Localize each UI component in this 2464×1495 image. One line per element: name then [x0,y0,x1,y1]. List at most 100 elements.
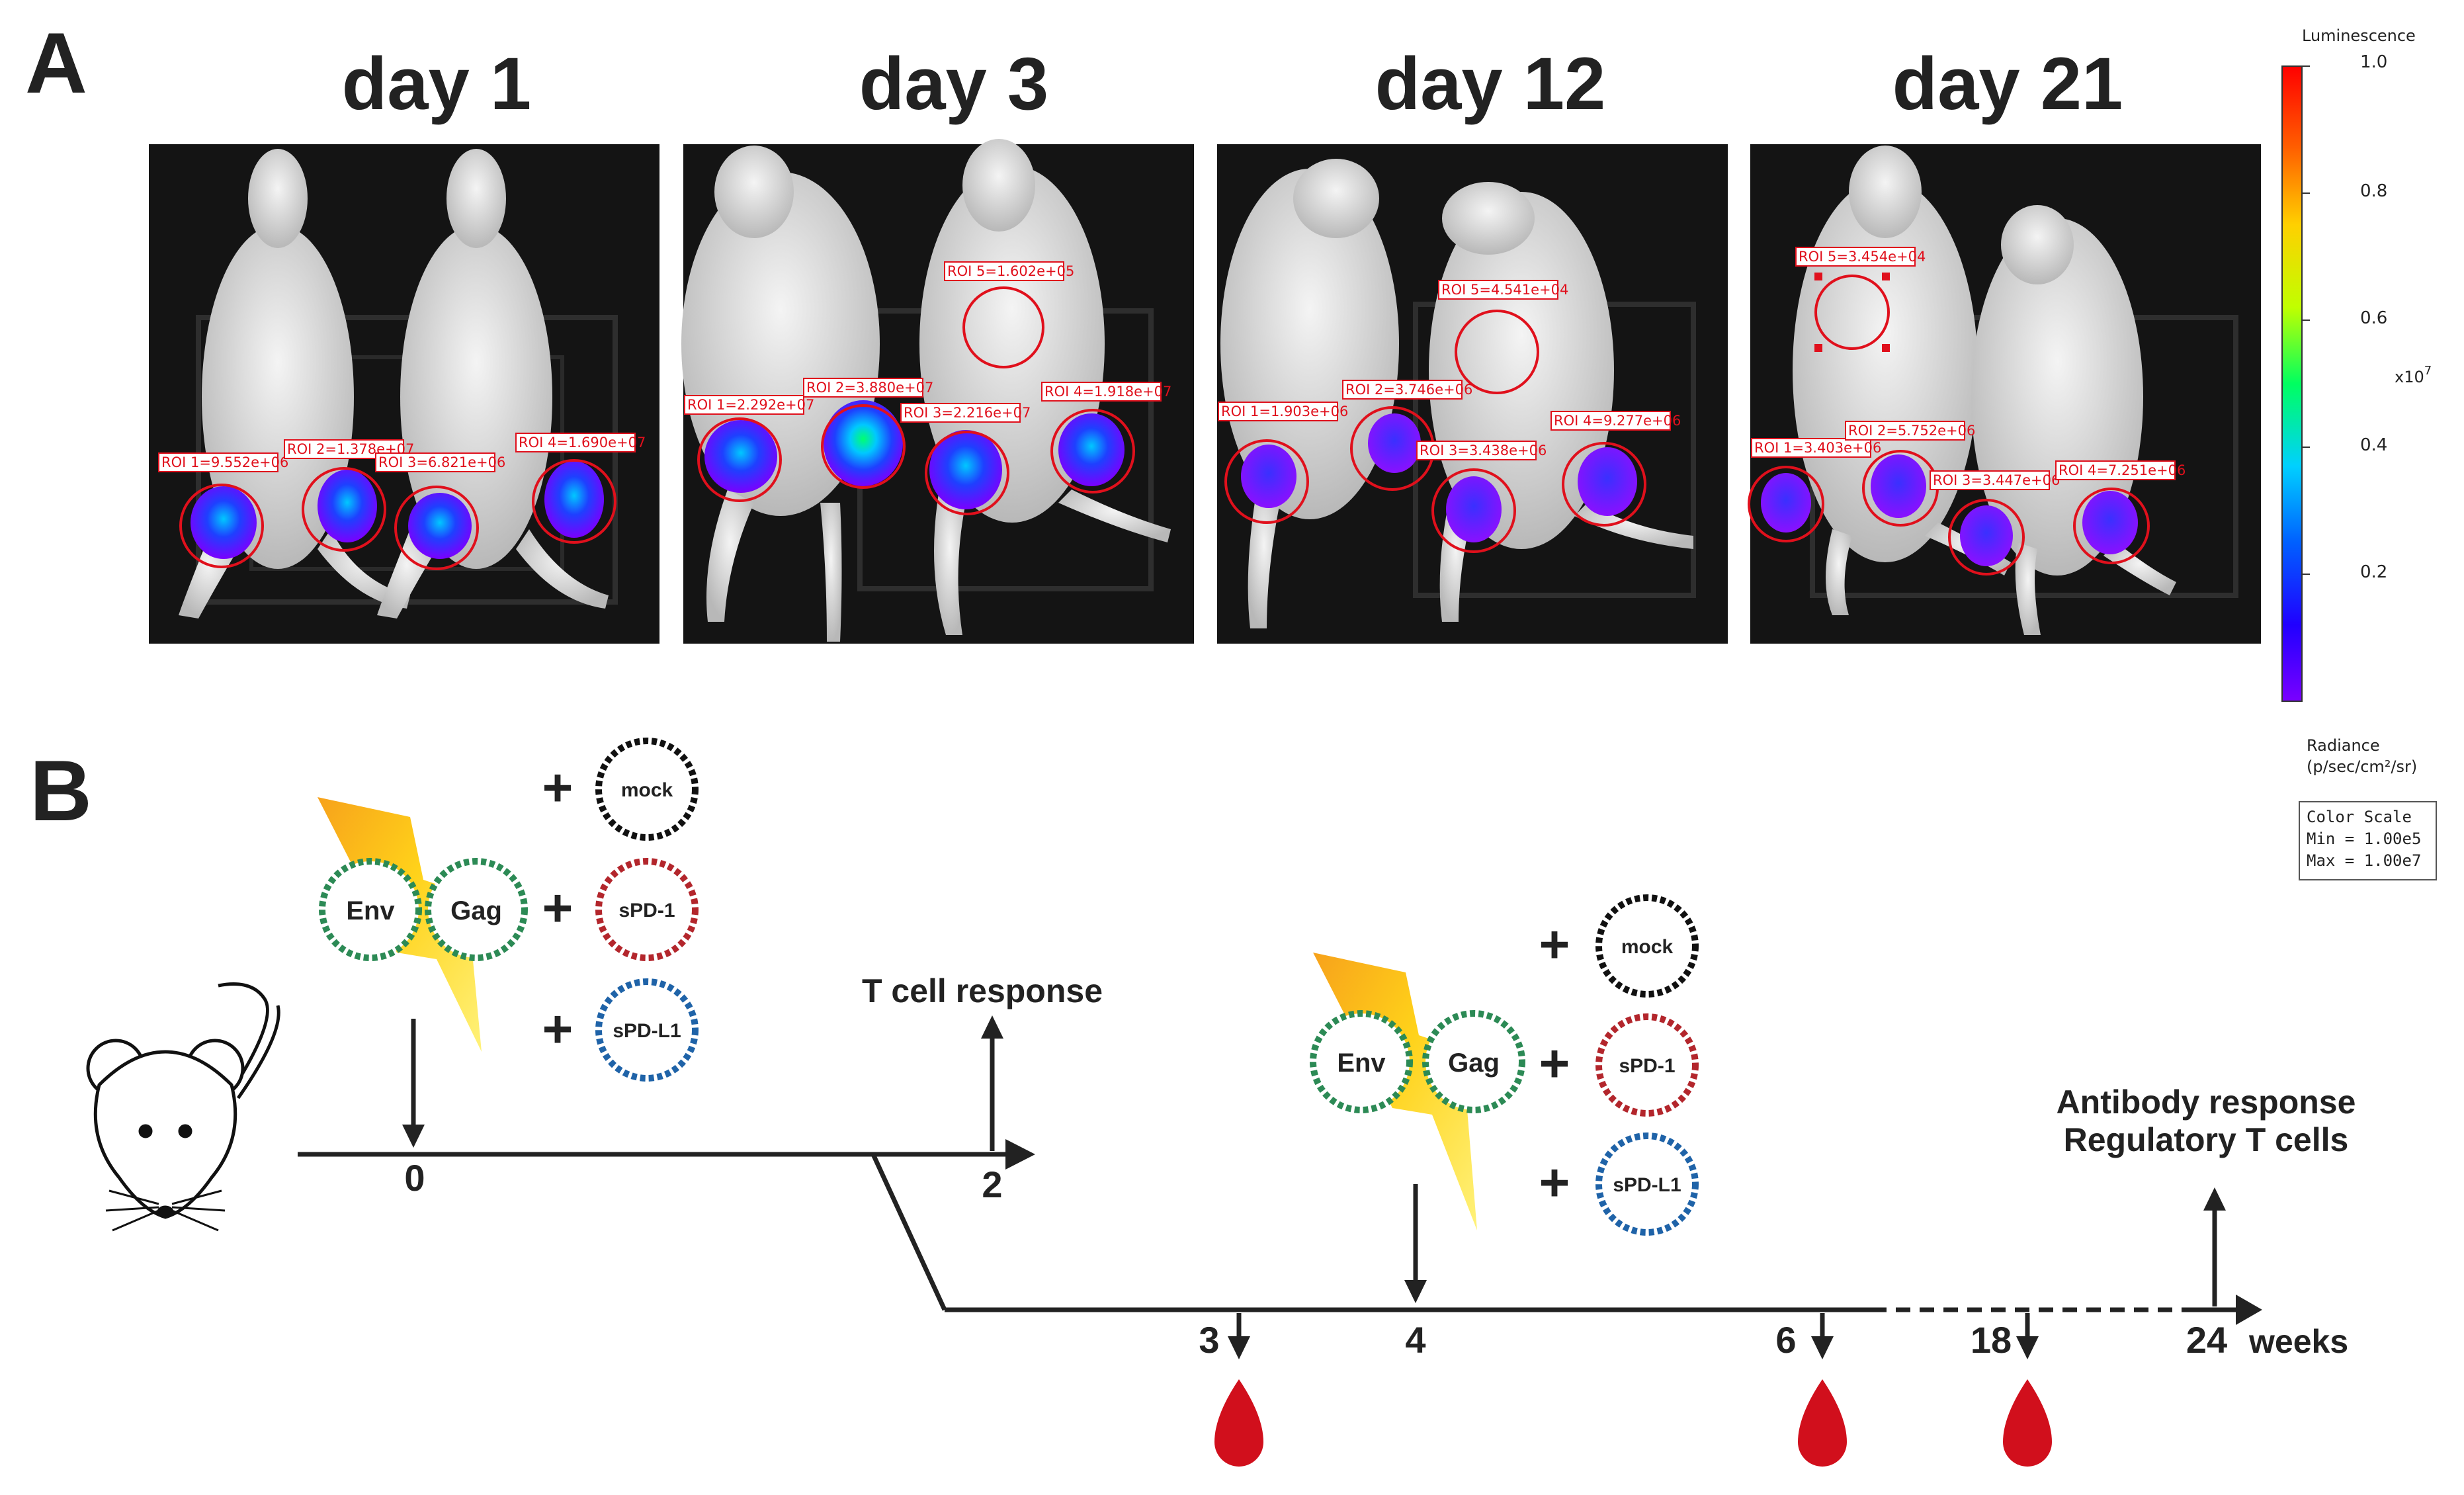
t-cell-response-label: T cell response [862,972,1103,1009]
roi-label: ROI 2=5.752e+06 [1848,423,1975,439]
roi-label: ROI 2=3.880e+07 [806,380,933,396]
tick-label-18: 18 [1971,1319,2012,1361]
radiance-units: (p/sec/cm²/sr) [2307,757,2417,776]
roi-circle [1431,468,1516,553]
luminescence-label: Luminescence [2302,26,2416,45]
roi-label: ROI 1=2.292e+07 [687,397,814,413]
roi-label: ROI 1=9.552e+06 [161,454,288,470]
roi-circle [1455,310,1539,394]
roi-circle [962,286,1044,368]
mouse-icon [86,982,280,1232]
plus-sign: + [542,878,574,937]
boost-vaccination: Env Gag + + + mock sPD-1 sPD-L1 [1310,894,1699,1236]
scale-tick: 0.8 [2360,181,2387,201]
tumor-signal [1446,476,1502,542]
roi-label: ROI 4=1.690e+07 [519,435,646,450]
roi-circle [1050,409,1135,493]
scale-multiplier: x107 [2395,364,2432,386]
mock-label: mock [1621,936,1674,958]
antibody-response-label: Antibody response [2057,1084,2356,1121]
tumor-signal [1368,413,1421,473]
day-21-title: day 21 [1892,42,2123,125]
roi-label: ROI 5=4.541e+04 [1441,282,1568,298]
roi-circle [1562,442,1646,527]
tumor-signal [191,486,257,559]
mock-plasmid [1595,894,1699,998]
roi-label: ROI 3=3.438e+06 [1420,443,1547,458]
tumor-signal [824,400,903,486]
roi-circle [1814,275,1890,350]
color-scale-info-box: Color Scale Min = 1.00e5 Max = 1.00e7 [2299,801,2437,880]
regulatory-t-cells-label: Regulatory T cells [2064,1121,2349,1158]
roi-label: ROI 4=1.918e+07 [1044,384,1171,400]
roi-label: ROI 1=3.403e+06 [1754,440,1881,456]
env-label: Env [346,896,395,925]
roi-circle [821,404,906,489]
blood-drop-icon [2003,1379,2052,1467]
scale-tick: 0.4 [2360,435,2387,455]
scale-tick: 1.0 [2360,52,2387,72]
panel-a-label: A [25,15,87,111]
roi-circle [1224,439,1309,524]
blood-drop-icon [1798,1379,1847,1467]
roi-circle [394,486,479,570]
env-label: Env [1337,1048,1386,1078]
mock-plasmid [595,738,699,841]
imaging-panel-day-12: ROI 1=1.903e+06 ROI 2=3.746e+06 ROI 3=3.… [1217,144,1728,644]
roi-label: ROI 4=9.277e+06 [1554,413,1681,429]
panel-b-label: B [30,742,92,839]
tick-label-24: 24 [2186,1319,2227,1361]
imaging-panel-day-3: ROI 1=2.292e+07 ROI 2=3.880e+07 ROI 3=2.… [681,139,1194,644]
color-scale-min: Min = 1.00e5 [2307,830,2422,848]
imaging-panel-day-21: ROI 1=3.403e+06 ROI 2=5.752e+06 ROI 3=3.… [1748,144,2261,644]
plus-sign: + [1539,915,1570,974]
roi-circle [1948,499,2025,576]
roi-circle [697,417,782,502]
roi-label: ROI 5=3.454e+04 [1799,249,1926,265]
scale-tick: 0.6 [2360,308,2387,328]
tick-label-0: 0 [404,1157,425,1199]
day-1-title: day 1 [342,42,531,125]
tumor-signal [1058,413,1125,486]
tumor-signal [1241,445,1296,508]
tumor-signal [408,493,472,559]
spdl1-label: sPD-L1 [1613,1174,1681,1196]
mock-label: mock [621,779,673,801]
spd1-plasmid [595,858,699,961]
color-scale: Luminescence 1.0 0.8 0.6 0.4 0.2 x107 Ra… [2281,26,2432,776]
imaging-panel-day-1: ROI 1=9.552e+06 ROI 2=1.378e+07 ROI 3=6.… [149,144,659,644]
day-12-title: day 12 [1375,42,1606,125]
tumor-signal [1871,454,1926,518]
tumor-signal [929,430,1002,509]
env-plasmid [319,858,422,961]
roi-circle [532,459,616,544]
tumor-signal [2082,491,2138,554]
tumor-signal [318,470,377,542]
mouse-silhouette [377,149,609,619]
roi-label: ROI 3=3.447e+06 [1933,472,2060,488]
tick-label-2: 2 [982,1164,1002,1205]
scale-tick: 0.2 [2360,562,2387,582]
spdl1-plasmid [1595,1132,1699,1236]
tumor-signal [1578,447,1637,516]
plus-sign: + [1539,1034,1570,1093]
spd1-plasmid [1595,1013,1699,1117]
roi-circle [2073,488,2150,564]
roi-circle [925,431,1009,515]
roi-label: ROI 5=1.602e+05 [947,263,1074,279]
plus-sign: + [1539,1153,1570,1212]
spd1-label: sPD-1 [618,900,675,921]
color-scale-bar [2281,65,2303,702]
blood-drop-icon [1214,1379,1263,1467]
roi-label: ROI 3=6.821e+06 [378,454,505,470]
roi-label: ROI 1=1.903e+06 [1221,404,1348,419]
prime-vaccination: Env Gag + + + mock sPD-1 sPD-L1 [318,738,699,1082]
roi-label: ROI 3=2.216e+07 [904,405,1031,421]
gag-plasmid [1422,1010,1525,1113]
roi-circle [179,484,264,568]
spd1-label: sPD-1 [1619,1055,1675,1077]
roi-circle [1748,466,1824,542]
tumor-signal [544,461,604,538]
gag-label: Gag [450,896,502,925]
